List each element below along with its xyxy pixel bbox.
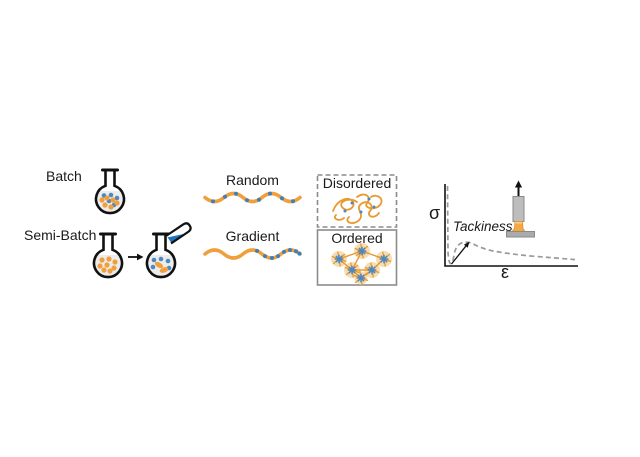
stress-strain-axes xyxy=(444,184,578,267)
batch-flask-icon xyxy=(94,168,126,215)
substrate xyxy=(506,231,535,238)
disordered-label: Disordered xyxy=(322,175,392,191)
disordered-network-graphic xyxy=(332,193,383,224)
semi-batch-initial-flask-icon xyxy=(92,232,124,279)
gradient-label: Gradient xyxy=(225,228,280,244)
random-chain-graphic xyxy=(203,191,302,204)
adhesive-highlight xyxy=(515,221,523,224)
semi-batch-label: Semi-Batch xyxy=(24,227,97,243)
ordered-panel xyxy=(316,229,398,286)
sigma-axis-label: σ xyxy=(429,203,441,223)
tackiness-label: Tackiness xyxy=(453,219,513,234)
random-label: Random xyxy=(226,172,279,188)
pull-direction-arrow-icon xyxy=(514,180,523,196)
stress-strain-curve xyxy=(446,185,576,265)
probe-tack-icon xyxy=(506,180,535,238)
stress-strain-plot xyxy=(444,184,578,267)
disordered-panel xyxy=(316,174,398,228)
semi-batch-final-flask-icon xyxy=(145,232,177,279)
probe-shaft xyxy=(512,196,525,222)
epsilon-axis-label: ε xyxy=(500,262,510,282)
ordered-network-graphic xyxy=(331,243,392,286)
batch-label: Batch xyxy=(46,168,82,184)
gradient-chain-graphic xyxy=(203,248,302,260)
pouring-vessel-icon xyxy=(165,222,192,245)
feed-arrow-icon xyxy=(128,253,144,261)
ordered-label: Ordered xyxy=(331,230,383,246)
tackiness-annotation-arrow xyxy=(450,241,470,265)
